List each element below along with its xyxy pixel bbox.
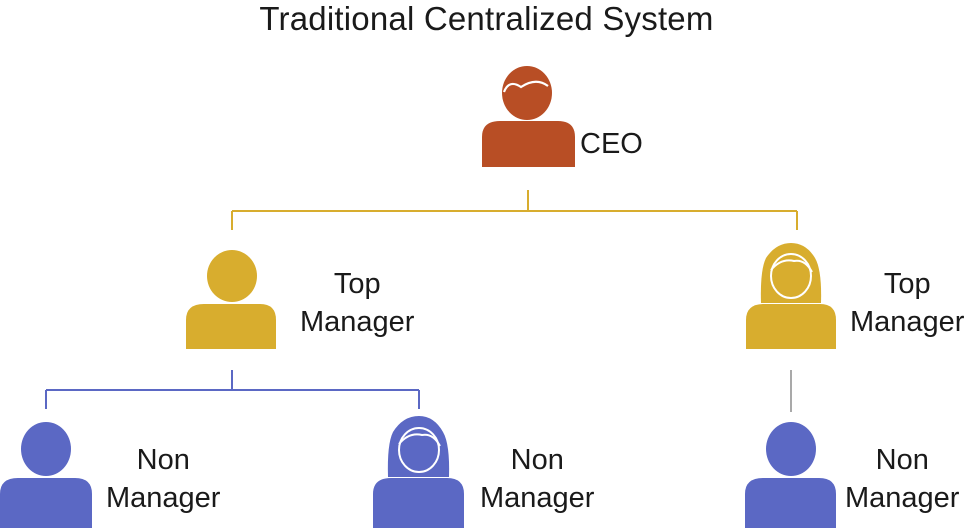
top-manager-right-label: Top Manager [850, 265, 964, 341]
non-manager-2-label-line2: Manager [480, 482, 595, 514]
top-manager-right-person-icon [746, 243, 836, 349]
top-manager-left-label: Top Manager [300, 265, 414, 341]
connector-top-manager-left-to-non-managers [45, 370, 420, 409]
non-manager-2-label: Non Manager [480, 441, 594, 517]
top-manager-left-label-line1: Top [333, 268, 381, 300]
non-manager-3-label: Non Manager [845, 441, 959, 517]
top-manager-right-label-line1: Top [883, 268, 931, 300]
non-manager-1-label-line1: Non [136, 444, 190, 476]
non-manager-1-person-icon [0, 422, 92, 528]
connector-ceo-to-top-managers [231, 190, 798, 230]
top-manager-right-label-line2: Manager [850, 306, 965, 338]
non-manager-1-label: Non Manager [106, 441, 220, 517]
non-manager-2-label-line1: Non [510, 444, 564, 476]
page-title: Traditional Centralized System [259, 0, 714, 37]
non-manager-2-person-icon [373, 416, 464, 528]
top-manager-left-person-icon [186, 250, 276, 349]
non-manager-3-label-line2: Manager [845, 482, 960, 514]
non-manager-1-label-line2: Manager [106, 482, 221, 514]
non-manager-3-person-icon [745, 422, 836, 528]
non-manager-3-label-line1: Non [875, 444, 929, 476]
ceo-label: CEO [580, 128, 643, 160]
ceo-person-icon [482, 66, 575, 167]
top-manager-left-label-line2: Manager [300, 306, 415, 338]
